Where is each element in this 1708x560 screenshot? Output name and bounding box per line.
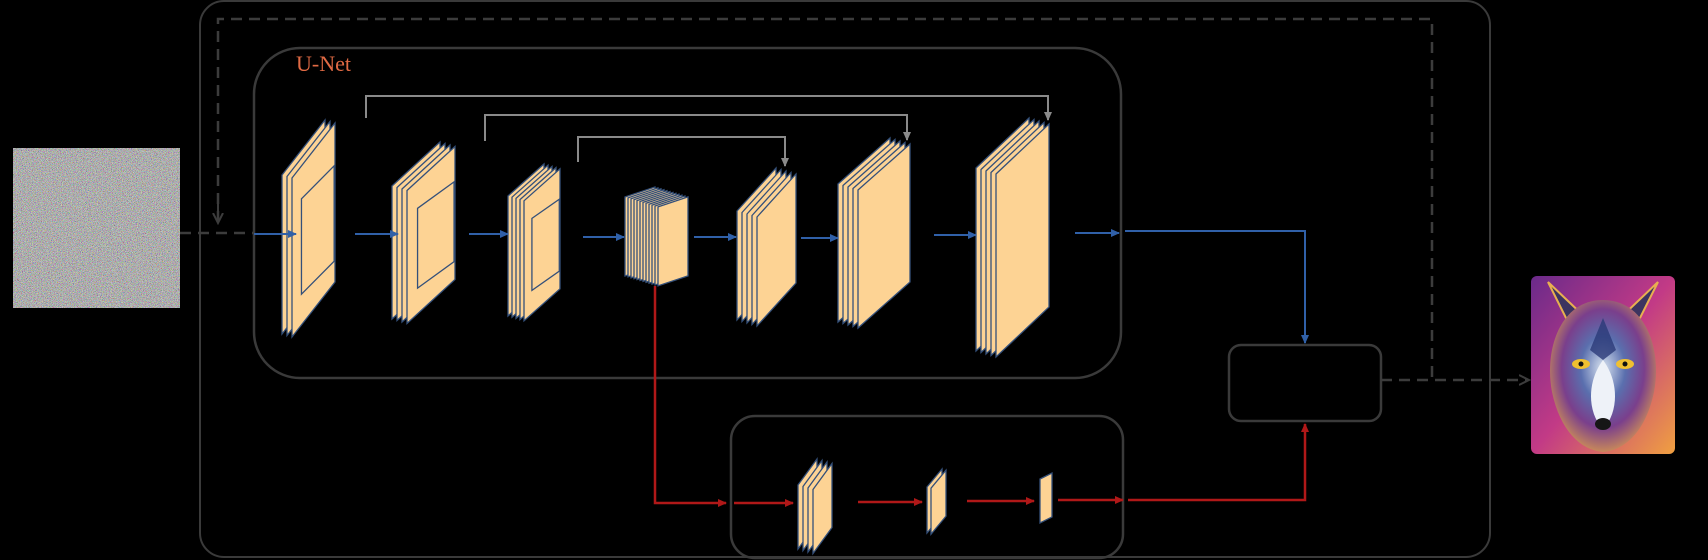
encoder-arrows	[254, 229, 1309, 344]
skip-connections	[365, 95, 1052, 167]
kernel-frame	[416, 180, 455, 290]
unet-label: U-Net	[296, 51, 351, 76]
kernel-frame	[300, 164, 335, 296]
skip-line-2	[484, 114, 911, 141]
feature-map-slice	[812, 461, 833, 556]
feedback-dashed-line	[216, 17, 1434, 380]
feature-map-slice	[1039, 471, 1053, 525]
wolf-icon	[1547, 281, 1659, 452]
head-stack-2	[926, 467, 947, 536]
input-noise-image	[13, 148, 180, 308]
feature-map-stacks	[281, 116, 1053, 556]
head-block	[729, 414, 1125, 560]
feature-map-slice	[657, 195, 689, 287]
combine-box	[1227, 343, 1383, 423]
feature-map-slice	[756, 172, 797, 328]
head-stack-3	[1039, 471, 1053, 525]
unet-stack-7	[975, 116, 1050, 359]
unet-stack-4	[624, 186, 689, 287]
skip-line-3	[577, 136, 789, 167]
unet-block	[252, 46, 1123, 380]
feature-map-slice	[406, 145, 456, 325]
unet-stack-5	[736, 166, 797, 328]
unet-stack-3	[507, 162, 561, 323]
output-wolf-image	[1531, 276, 1675, 454]
head-arrows	[653, 286, 1309, 507]
skip-line-1	[365, 95, 1052, 121]
kernel-frame	[531, 197, 560, 292]
head-stack-1	[797, 457, 833, 556]
feature-map-slice	[523, 167, 561, 323]
feature-map-slice	[995, 122, 1050, 359]
unet-stack-2	[391, 140, 456, 325]
feature-map-slice	[857, 142, 911, 330]
feature-map-slice	[930, 468, 947, 536]
unet-stack-1	[281, 118, 336, 339]
unet-stack-6	[837, 136, 911, 330]
